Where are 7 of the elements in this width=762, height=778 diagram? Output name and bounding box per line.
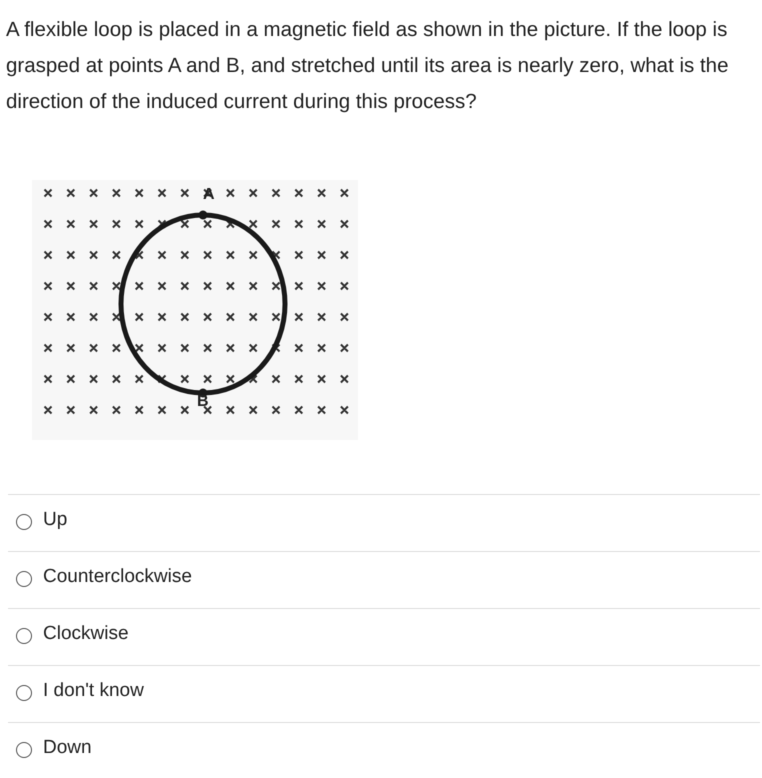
- answer-option: Up: [43, 509, 68, 531]
- answer-option: Down: [43, 737, 92, 759]
- answer-option: Clockwise: [43, 623, 129, 645]
- answer-option: Counterclockwise: [43, 566, 192, 588]
- point-label: B: [197, 393, 209, 411]
- question-text: A flexible loop is placed in a magnetic field as shown in the picture. If the loop is grasped at points A and B, and stretched until its area is nearly zero, what is the direction of the induced current during this process?: [6, 17, 730, 115]
- answer-option: I don't know: [43, 680, 144, 702]
